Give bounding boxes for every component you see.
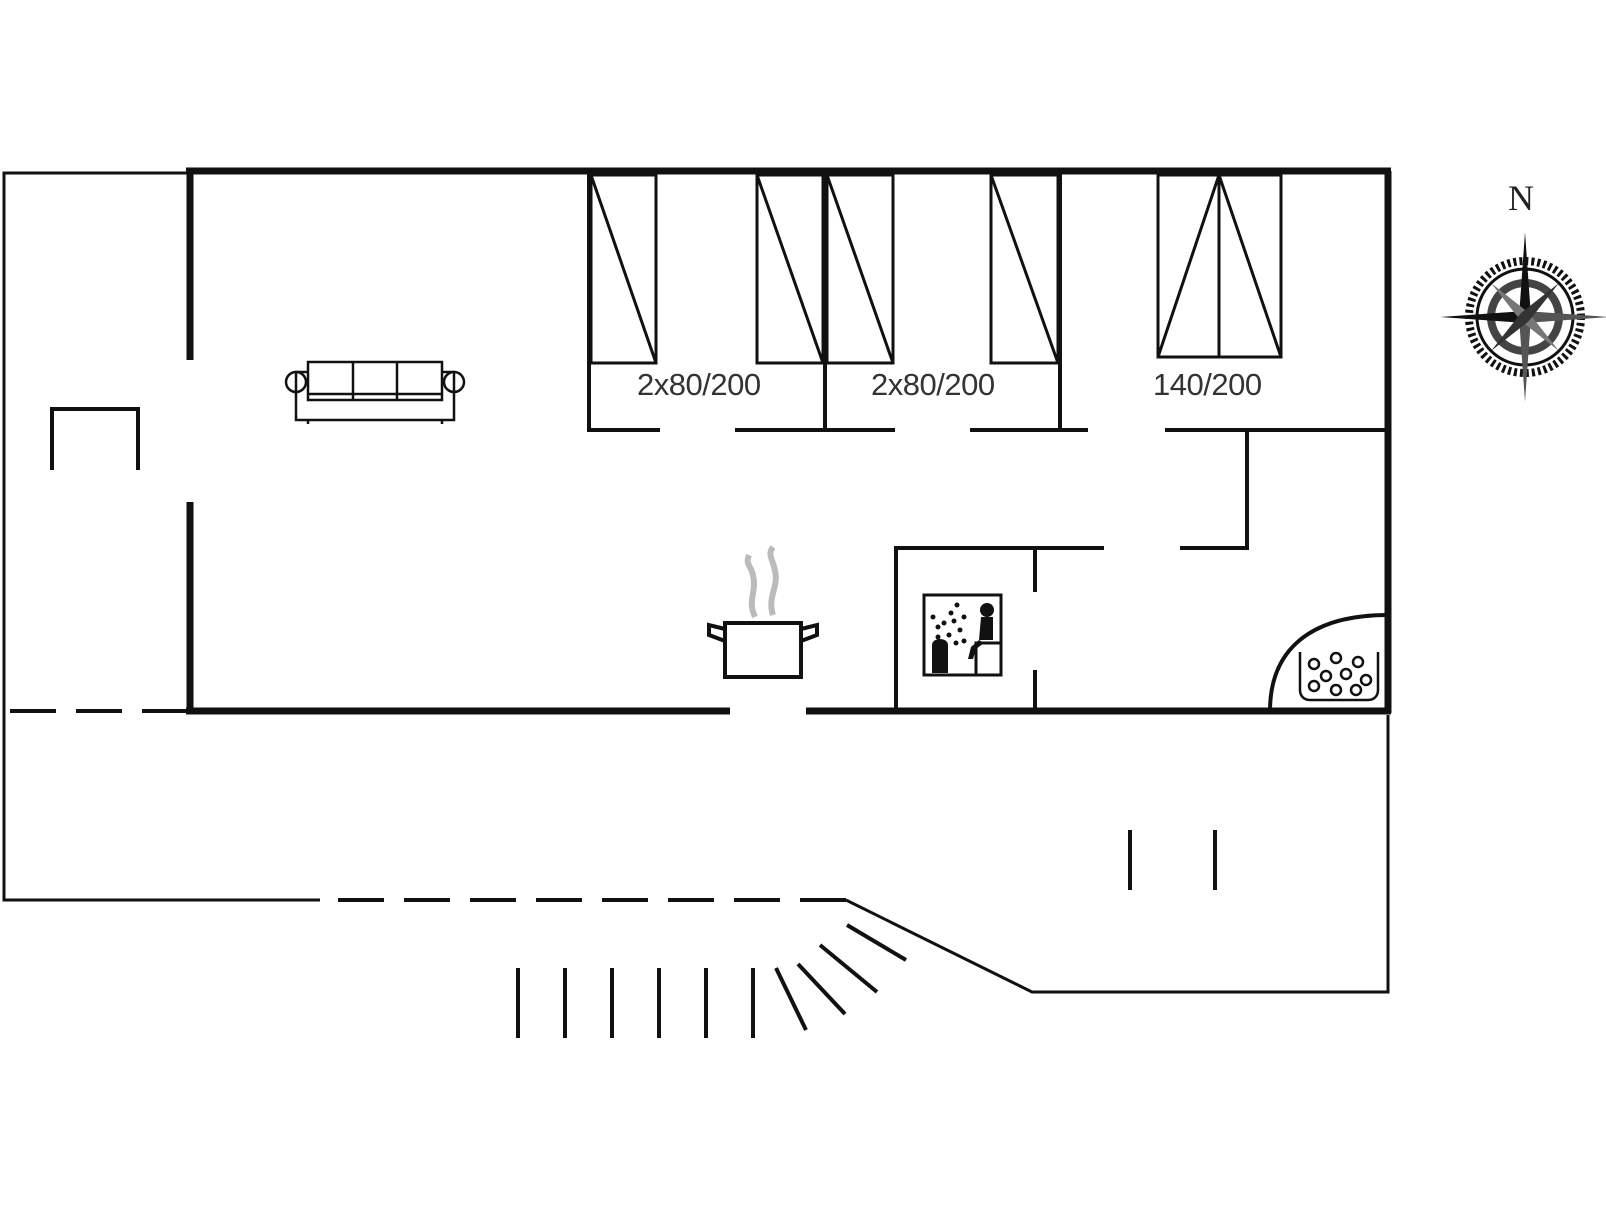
sofa-icon (284, 360, 466, 424)
terrace-dashed-edge (10, 709, 846, 902)
compass-north-label: N (1508, 178, 1534, 218)
wardrobes (589, 173, 1283, 365)
cooking-pot-icon (707, 545, 819, 679)
bedroom-1-bed-label: 2x80/200 (637, 367, 761, 402)
compass-rose-icon (1440, 232, 1606, 402)
bedroom-2-bed-label: 2x80/200 (871, 367, 995, 402)
interior-walls (50, 173, 1389, 712)
whirlpool-spa-icon (1298, 651, 1380, 702)
exterior-walls (186, 167, 1392, 715)
bedroom-3-bed-label: 140/200 (1153, 367, 1262, 402)
terrace-outline (2, 171, 1390, 994)
sauna-icon (922, 593, 1003, 677)
steps (516, 830, 1217, 1038)
